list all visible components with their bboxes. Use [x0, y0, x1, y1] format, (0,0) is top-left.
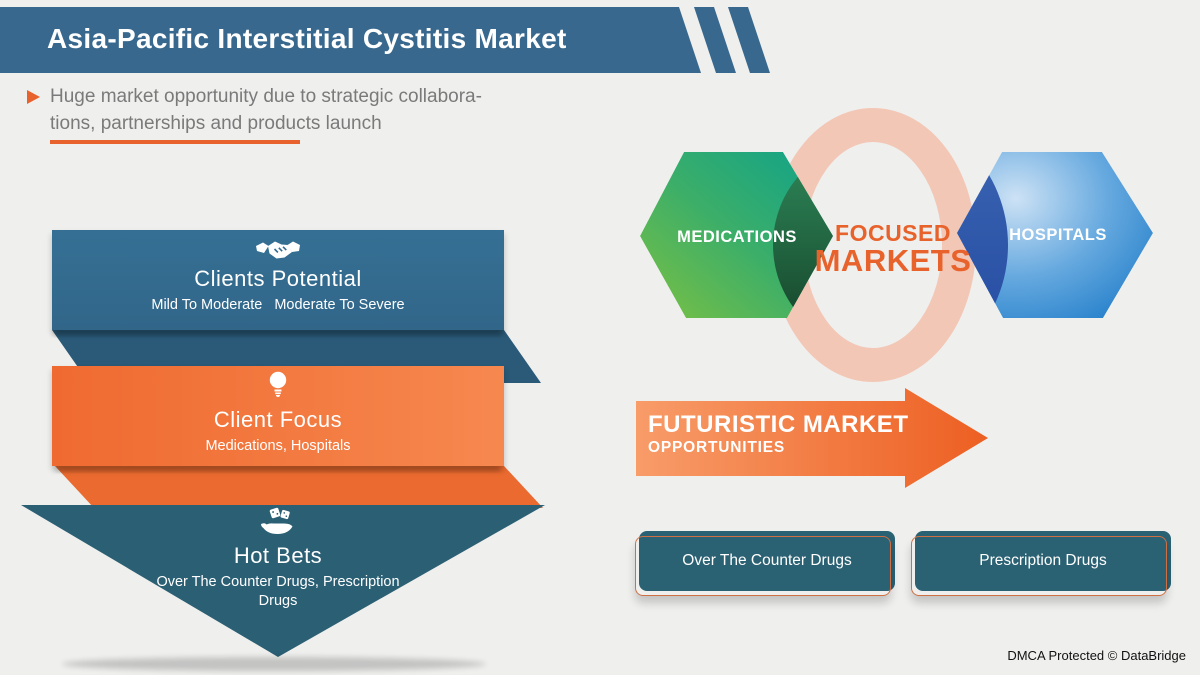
otc-drugs-button[interactable]: Over The Counter Drugs — [635, 531, 895, 596]
focused-markets-label: FOCUSED MARKETS — [808, 221, 978, 276]
funnel-level-client-focus: Client Focus Medications, Hospitals — [52, 366, 504, 466]
dmca-footer-text: DMCA Protected © DataBridge — [1007, 648, 1186, 663]
funnel-triangle — [21, 505, 545, 657]
funnel-level-title: Clients Potential — [194, 266, 362, 291]
button-label: Over The Counter Drugs — [682, 552, 852, 569]
prescription-drugs-button[interactable]: Prescription Drugs — [911, 531, 1171, 596]
bar2-shadow — [56, 466, 500, 471]
hand-pills-icon — [261, 507, 293, 534]
hospitals-label: HOSPITALS — [1009, 226, 1107, 244]
funnel-ground-shadow — [62, 657, 486, 671]
bullet-arrow-icon — [27, 90, 40, 104]
button-outline — [635, 536, 891, 596]
intro-text: Huge market opportunity due to strategic… — [50, 83, 590, 137]
focused-line: FOCUSED — [835, 220, 951, 246]
futuristic-arrow-text: FUTURISTIC MARKET OPPORTUNITIES — [648, 411, 908, 457]
markets-line: MARKETS — [814, 243, 972, 278]
subtitle-segment-2: Moderate To Severe — [274, 297, 405, 313]
lightbulb-icon — [269, 371, 287, 397]
subtitle-segment-1: Mild To Moderate — [151, 297, 263, 313]
funnel-chevron-2 — [55, 466, 543, 508]
futuristic-arrow — [636, 388, 988, 488]
funnel-level-subtitle: Mild To Moderate Moderate To Severe — [151, 297, 404, 313]
button-outline — [911, 536, 1167, 596]
funnel-level-title: Hot Bets — [233, 543, 323, 568]
arrow-line-1: FUTURISTIC MARKET — [648, 411, 909, 438]
funnel-level-title: Client Focus — [213, 407, 343, 432]
handshake-icon — [256, 241, 300, 259]
intro-line-1: Huge market opportunity due to strategic… — [50, 86, 482, 107]
funnel-level-hot-bets: Hot Bets Over The Counter Drugs, Prescri… — [128, 506, 428, 611]
medications-label: MEDICATIONS — [677, 228, 797, 246]
funnel-level-clients-potential: Clients Potential Mild To Moderate Moder… — [52, 230, 504, 330]
intro-line-2: tions, partnerships and products launch — [50, 113, 382, 134]
title-banner: Asia-Pacific Interstitial Cystitis Marke… — [0, 7, 701, 73]
intro-underline — [50, 140, 300, 144]
page-title: Asia-Pacific Interstitial Cystitis Marke… — [47, 23, 567, 54]
hospitals-hexagon — [957, 152, 1153, 318]
button-label: Prescription Drugs — [979, 552, 1107, 569]
bar1-shadow — [54, 330, 502, 335]
funnel-level-subtitle: Over The Counter Drugs, Prescription Dru… — [156, 574, 400, 609]
funnel-level-subtitle: Medications, Hospitals — [205, 438, 351, 454]
arrow-line-2: OPPORTUNITIES — [648, 439, 785, 456]
